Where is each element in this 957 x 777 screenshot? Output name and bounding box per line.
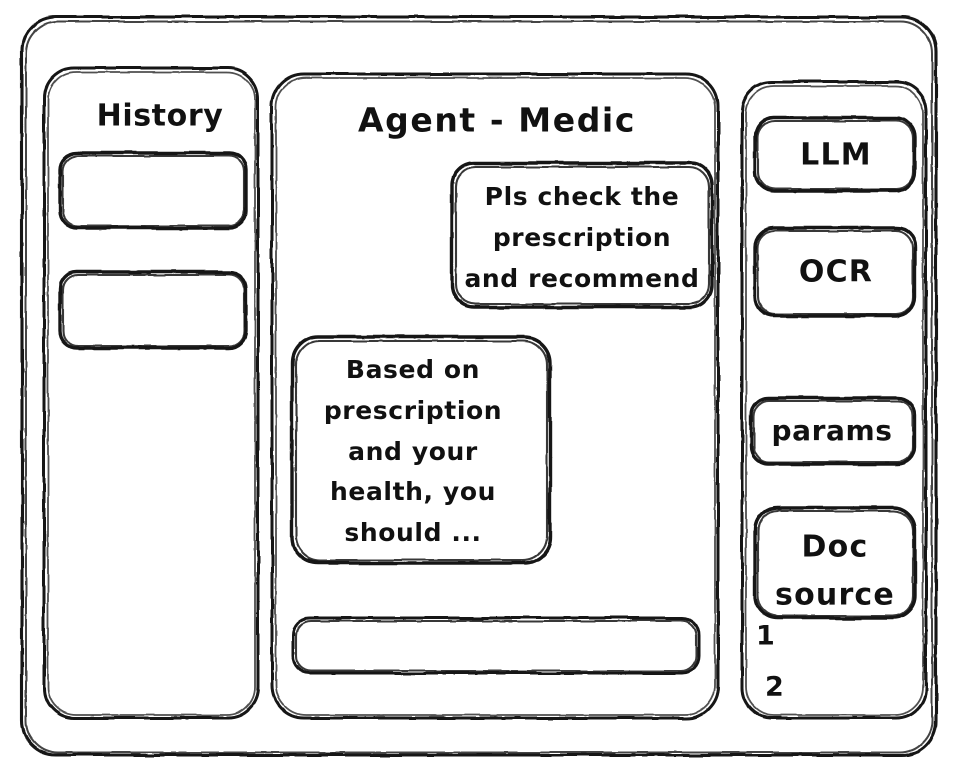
params-chip-label: params [771, 414, 892, 447]
llm-chip[interactable]: LLM [753, 116, 917, 193]
agent-panel: Agent - Medic [270, 72, 720, 720]
params-chip[interactable]: params [749, 396, 917, 466]
window-frame [20, 15, 938, 757]
history-item[interactable] [58, 151, 248, 230]
doc-source-line-2: source [775, 578, 895, 613]
user-message-line-1: Pls check the [485, 182, 680, 211]
doc-source-list-item: 2 [765, 672, 784, 703]
assistant-message-line-3: and your [348, 437, 478, 466]
doc-source-list-item: 1 [756, 621, 775, 652]
ocr-chip[interactable]: OCR [753, 226, 917, 318]
assistant-message-line-4: health, you [330, 477, 496, 506]
assistant-message-line-1: Based on [346, 355, 480, 384]
chat-message-assistant: Based on prescription and your health, y… [290, 335, 552, 565]
assistant-message-line-5: should ... [344, 518, 481, 547]
history-item[interactable] [58, 270, 248, 350]
llm-chip-label: LLM [800, 138, 872, 173]
history-panel-title: History [97, 99, 224, 134]
tools-panel [740, 80, 928, 720]
chat-message-user: Pls check the prescription and recommend [450, 161, 714, 309]
user-message-line-3: and recommend [464, 264, 699, 293]
doc-source-box[interactable]: Doc source [753, 506, 917, 620]
ocr-chip-label: OCR [799, 255, 873, 290]
history-panel: History [42, 66, 260, 720]
composer-input[interactable] [291, 616, 701, 675]
agent-panel-title: Agent - Medic [358, 101, 636, 140]
user-message-line-2: prescription [493, 223, 671, 252]
doc-source-line-1: Doc [802, 530, 869, 565]
assistant-message-line-2: prescription [324, 396, 502, 425]
doc-source-list: 1 2 [756, 621, 784, 703]
